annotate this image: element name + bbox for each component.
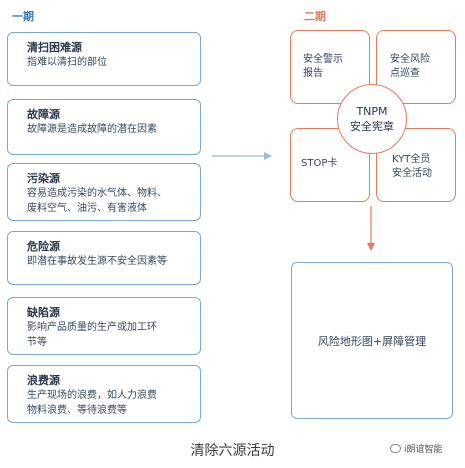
source-desc: 生产现场的浪费，如人力浪费: [27, 390, 157, 401]
source-box-cleaning: 清扫困难源 指难以清扫的部位: [7, 32, 201, 86]
quadrant-line: 安全风险: [390, 54, 430, 65]
result-label: 风险地形图+屏障管理: [317, 334, 427, 348]
right-arrow-head: [264, 152, 272, 160]
source-title: 缺陷源: [27, 306, 60, 319]
watermark-text: i朗谊智能: [404, 445, 443, 455]
result-box: 风险地形图+屏障管理: [291, 262, 453, 419]
source-box-defect: 缺陷源 影响产品质量的生产或加工环 节等: [7, 297, 201, 355]
source-desc: 废料空气、油污、有害液体: [27, 203, 147, 214]
source-desc: 故障源是造成故障的潜在因素: [27, 124, 157, 135]
source-desc: 即潜在事故发生源不安全因素等: [27, 256, 167, 267]
center-circle: TNPM 安全宪章: [337, 84, 407, 154]
source-desc: 影响产品质量的生产或加工环: [27, 322, 157, 333]
phase-1-title: 一期: [12, 10, 34, 23]
source-desc: 节等: [27, 337, 47, 348]
source-box-pollution: 污染源 容易造成污染的水气体、物料、 废料空气、油污、有害液体: [7, 163, 201, 221]
source-desc: 指难以清扫的部位: [27, 57, 107, 68]
quadrant-line: 点巡查: [390, 68, 420, 79]
source-desc: 物料浪费、等待浪费等: [27, 405, 127, 416]
source-box-danger: 危险源 即潜在事故发生源不安全因素等: [7, 231, 201, 285]
diagram-caption: 清除六源活动: [190, 443, 275, 459]
source-title: 浪费源: [27, 374, 60, 387]
watermark: i朗谊智能: [390, 442, 443, 455]
quadrant-line: 安全活动: [392, 168, 432, 179]
quadrant-line: STOP卡: [301, 158, 338, 169]
source-title: 危险源: [27, 240, 60, 253]
wechat-icon: [390, 444, 401, 453]
quadrant-line: KYT全员: [392, 154, 431, 165]
source-desc: 容易造成污染的水气体、物料、: [27, 188, 167, 199]
phase-2-title: 二期: [304, 10, 326, 23]
down-arrow-head: [367, 243, 375, 251]
quadrant-line: 报告: [303, 68, 323, 79]
center-subtitle: 安全宪章: [350, 120, 394, 133]
source-title: 故障源: [27, 108, 60, 121]
source-title: 污染源: [27, 172, 60, 185]
center-title: TNPM: [356, 105, 388, 118]
source-box-fault: 故障源 故障源是造成故障的潜在因素: [7, 99, 201, 155]
source-title: 清扫困难源: [27, 41, 82, 54]
source-box-waste: 浪费源 生产现场的浪费，如人力浪费 物料浪费、等待浪费等: [7, 365, 201, 423]
quadrant-line: 安全警示: [303, 54, 343, 65]
